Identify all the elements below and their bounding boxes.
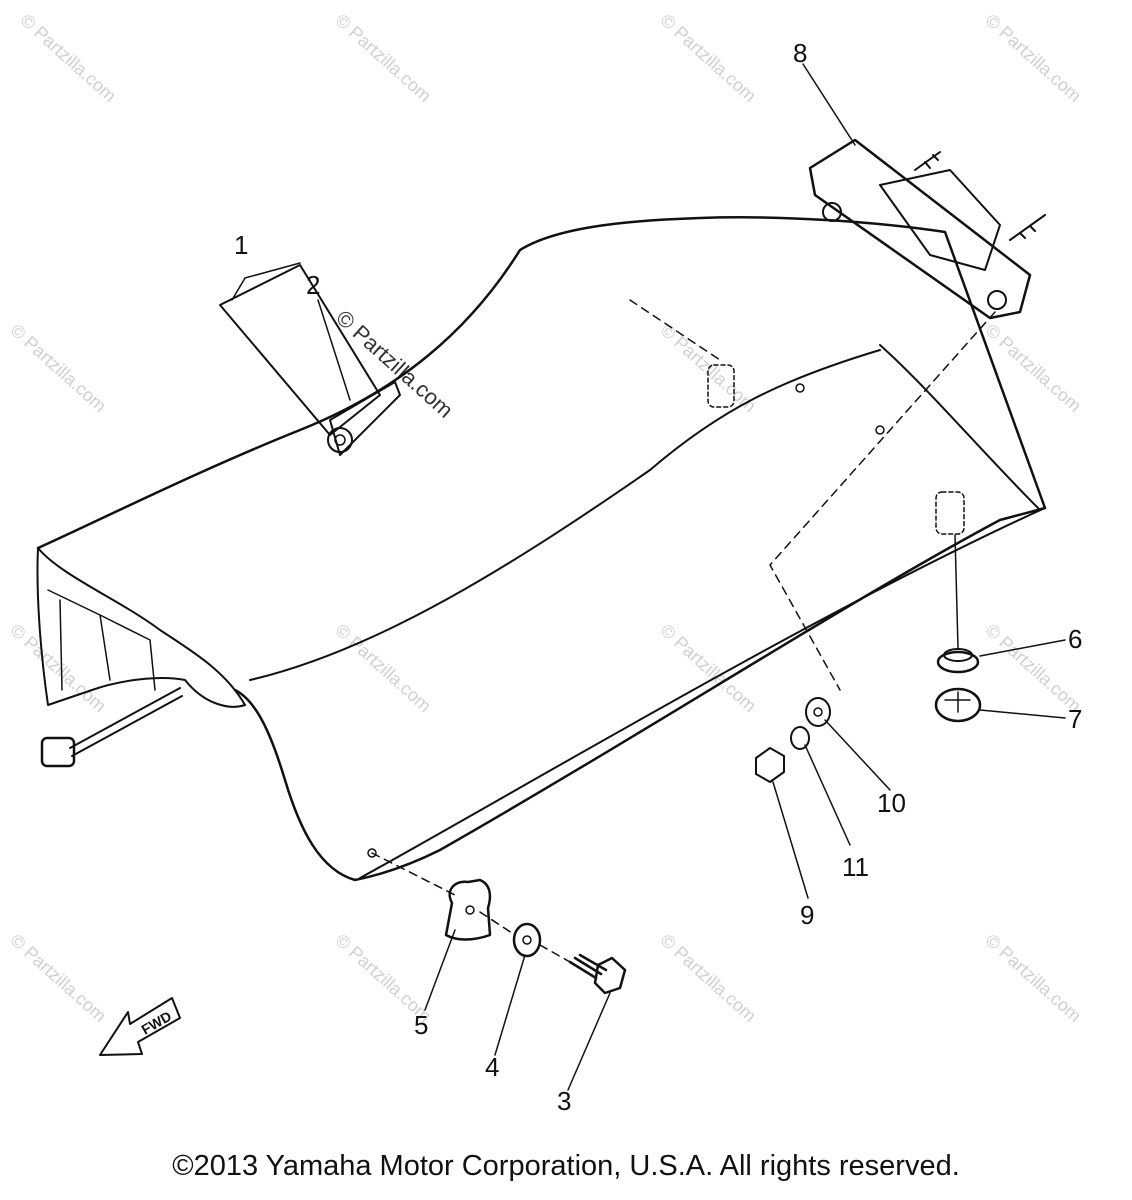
part-7-cap-nut xyxy=(934,687,982,723)
seat xyxy=(36,216,1047,882)
part-1-2-hinge xyxy=(219,264,401,456)
seat-outline xyxy=(36,216,1047,882)
callout-3: 3 xyxy=(557,1086,571,1116)
part-8-plate xyxy=(808,138,1032,320)
part-3-bolt xyxy=(568,953,627,995)
callout-8: 8 xyxy=(793,38,807,68)
seat-bottom-edge xyxy=(359,507,1046,879)
seat-hole xyxy=(367,848,377,858)
seat-trim-line xyxy=(249,349,881,681)
seat-side-tab xyxy=(707,364,735,408)
part-10-washer xyxy=(805,697,831,727)
part-8-window xyxy=(879,169,1001,271)
seat-rear-tab xyxy=(935,491,965,535)
seat-underside-panel xyxy=(47,589,156,691)
front-strap xyxy=(40,687,183,768)
callout-4: 4 xyxy=(485,1052,499,1082)
callout-10: 10 xyxy=(877,788,906,818)
callout-9: 9 xyxy=(800,900,814,930)
seat-hole xyxy=(795,383,805,393)
part-1-strip xyxy=(219,264,381,436)
fwd-arrow: FWD xyxy=(99,997,181,1056)
part-2-pin xyxy=(329,381,401,456)
part-2-pin-end xyxy=(327,427,353,453)
assembly-lines xyxy=(371,299,996,963)
callout-2: 2 xyxy=(306,270,320,300)
part-8-nut xyxy=(822,202,842,222)
part-5-clip-nut xyxy=(444,878,492,941)
seat-hole xyxy=(875,425,885,435)
part-4-washer xyxy=(512,922,542,958)
part-8-bracket xyxy=(808,138,1046,320)
callout-1: 1 xyxy=(234,230,248,260)
copyright-notice: ©2013 Yamaha Motor Corporation, U.S.A. A… xyxy=(172,1150,960,1182)
callout-7: 7 xyxy=(1068,704,1082,734)
part-8-stud xyxy=(914,151,941,171)
part-2-pin-end-inner xyxy=(334,434,346,446)
callouts: 1 2 8 6 7 10 11 9 5 4 3 xyxy=(234,38,1082,1116)
seat-rear-edge xyxy=(879,344,1041,511)
callout-6: 6 xyxy=(1068,624,1082,654)
part-9-nut xyxy=(755,747,785,783)
part-11-spring-washer xyxy=(790,726,810,750)
part-8-stud xyxy=(1009,214,1046,241)
leader-lines xyxy=(231,63,1066,1091)
fwd-label: FWD xyxy=(139,1008,175,1038)
seat-front-top-edge xyxy=(37,547,246,706)
part-8-nut xyxy=(987,290,1007,310)
callout-5: 5 xyxy=(414,1010,428,1040)
part-6-grommet xyxy=(936,648,980,674)
callout-11: 11 xyxy=(842,852,869,882)
seat-front-side xyxy=(36,547,246,708)
